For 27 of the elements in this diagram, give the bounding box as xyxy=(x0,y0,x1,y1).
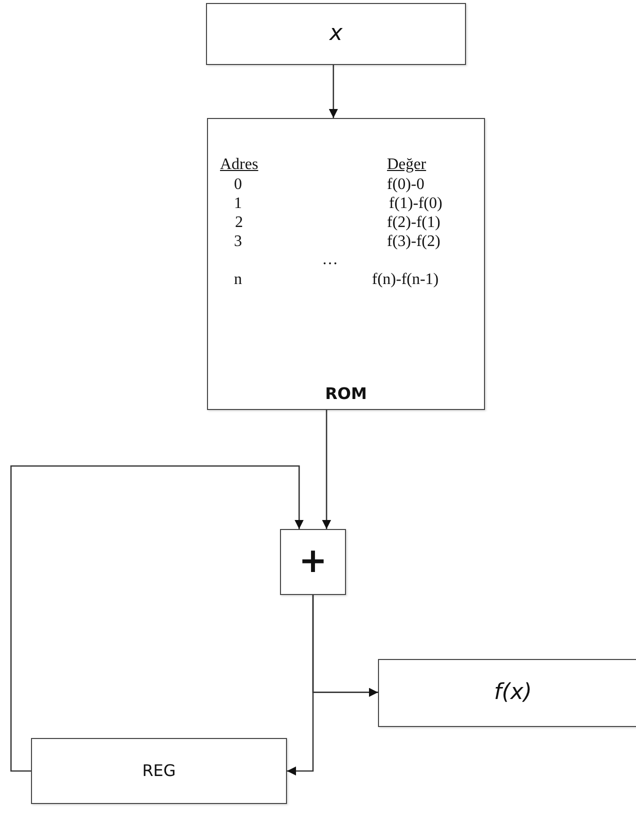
rom-box xyxy=(207,118,485,410)
table-entry: f(2)-f(1) xyxy=(387,215,440,231)
node-label: ROM xyxy=(325,385,367,403)
arrow xyxy=(10,465,304,772)
plus-sign: + xyxy=(298,543,328,581)
table-entry: 1 xyxy=(234,196,242,212)
node-label: x xyxy=(329,22,343,46)
table-entry: f(0)-0 xyxy=(387,177,424,193)
table-entry: 3 xyxy=(234,234,242,250)
column-header: Adres xyxy=(220,157,258,173)
table-entry: 2 xyxy=(235,215,243,231)
arrow xyxy=(328,65,338,118)
column-header: Değer xyxy=(387,157,426,173)
table-entry: 0 xyxy=(234,177,242,193)
input-box xyxy=(206,3,466,65)
output-box xyxy=(378,659,636,727)
adder-box xyxy=(280,529,346,595)
table-entry: f(n)-f(n-1) xyxy=(372,272,439,288)
table-entry: f(3)-f(2) xyxy=(387,234,440,250)
table-entry: n xyxy=(234,272,242,288)
table-entry: f(1)-f(0) xyxy=(389,196,442,212)
node-label: f(x) xyxy=(494,680,532,706)
table-entry: … xyxy=(322,252,338,268)
arrow xyxy=(322,410,332,529)
register-box xyxy=(31,738,287,804)
arrow xyxy=(287,595,314,776)
node-label: REG xyxy=(142,762,176,780)
